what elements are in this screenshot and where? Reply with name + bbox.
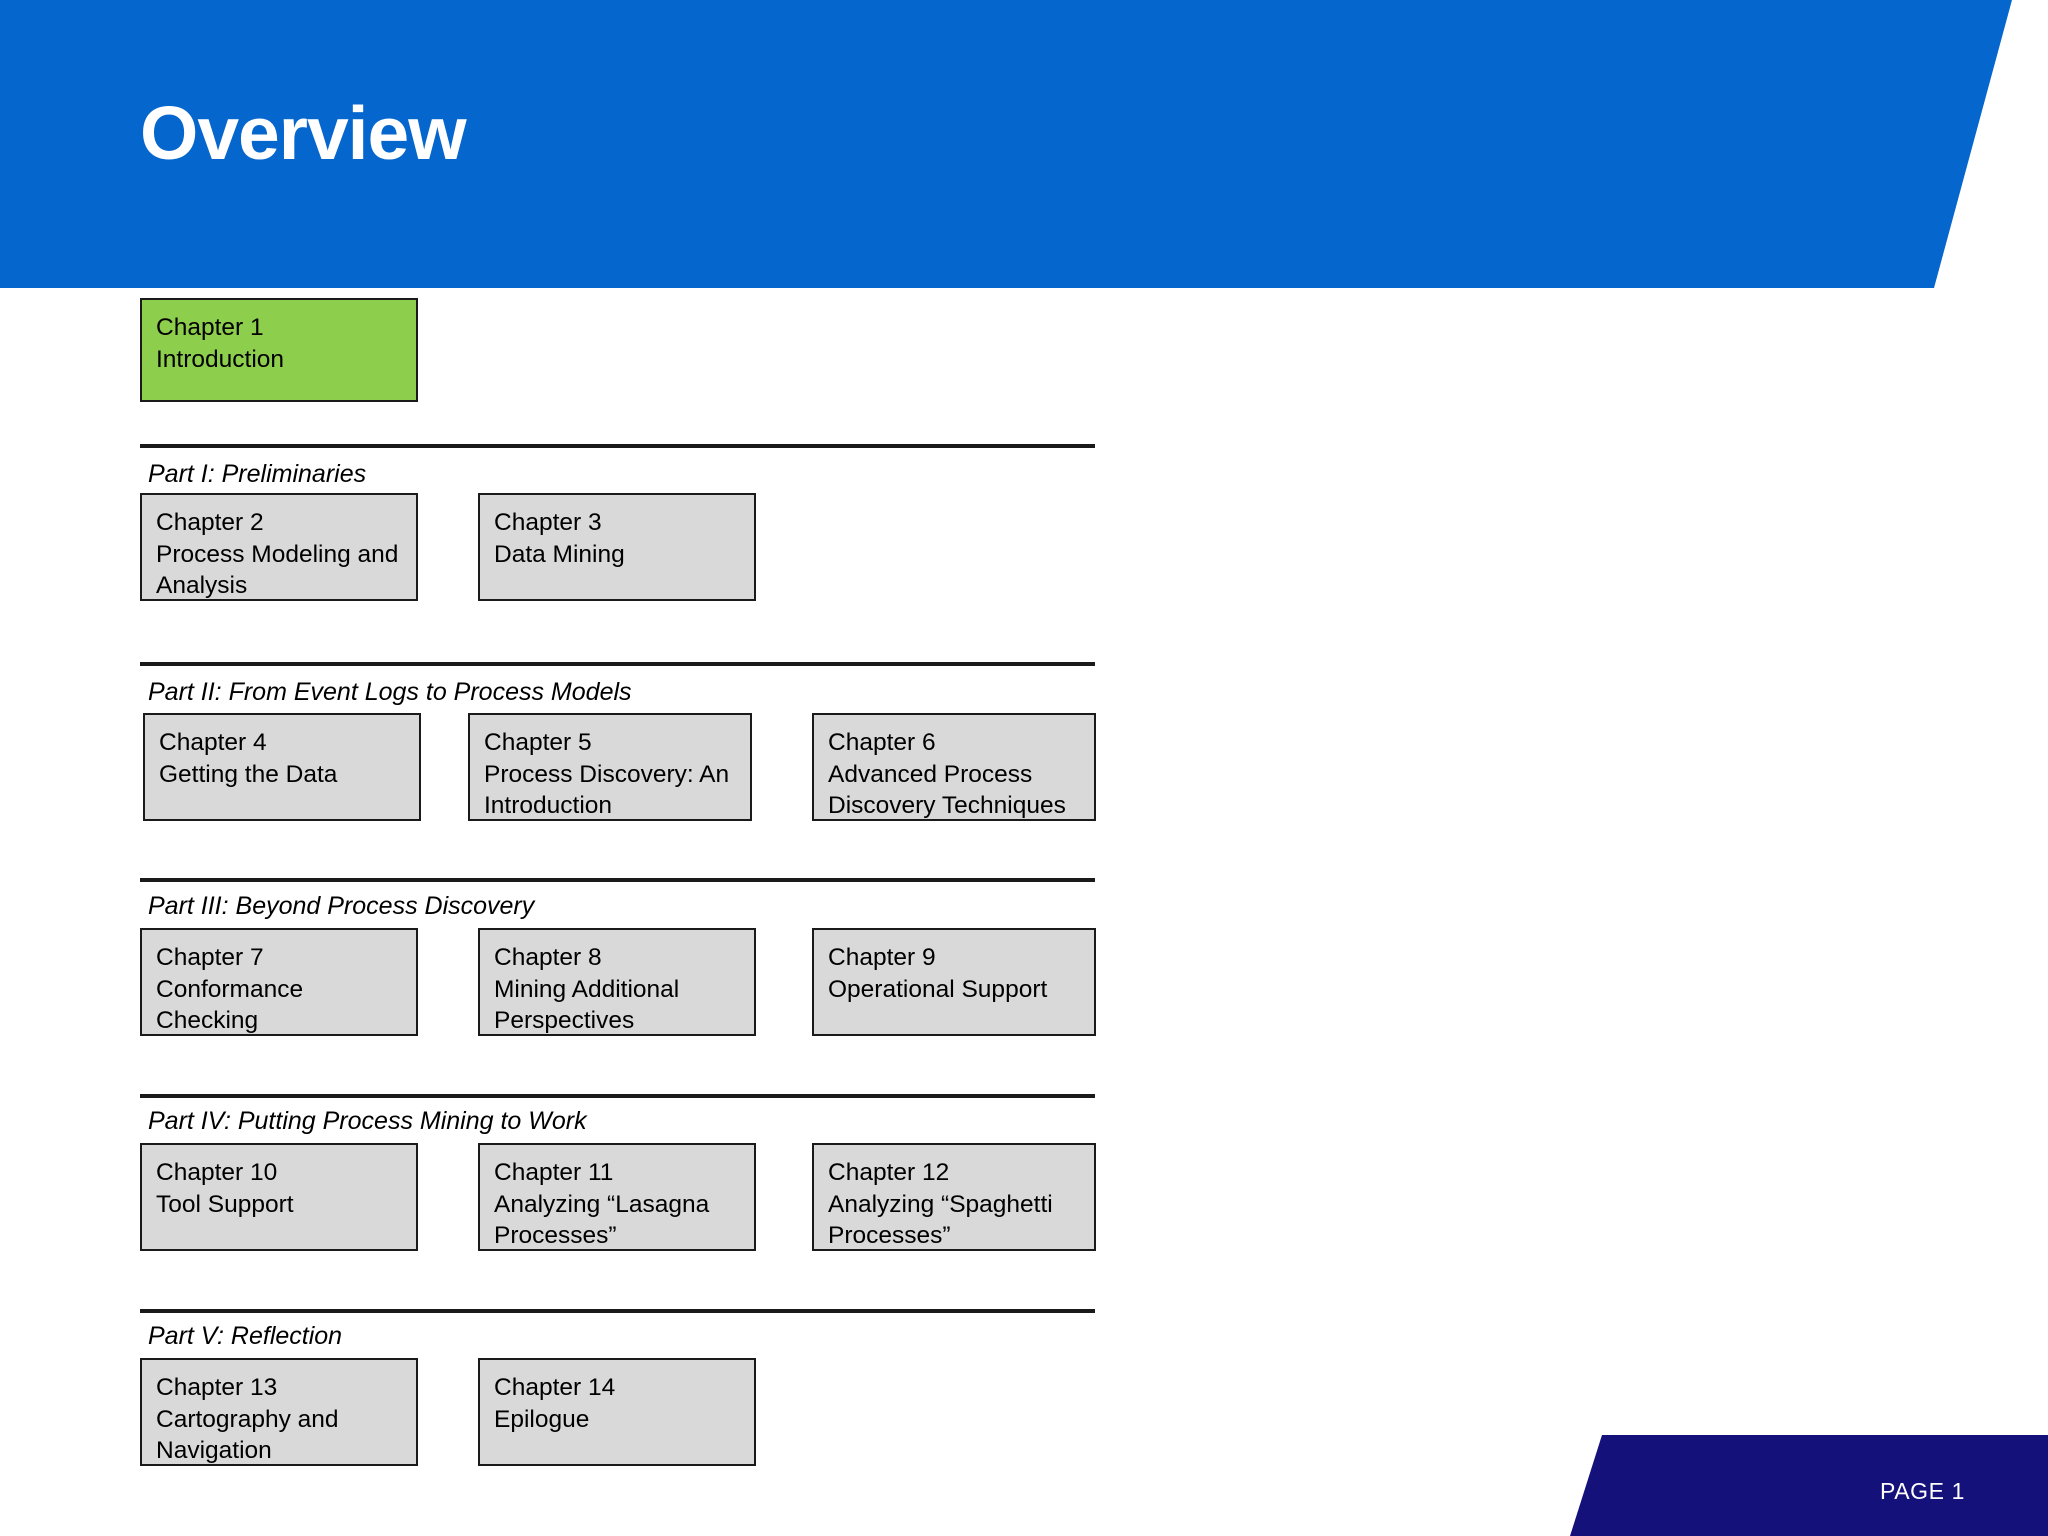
- chapter-box-7[interactable]: Chapter 7 Conformance Checking: [140, 928, 418, 1036]
- chapter-title-line: Analysis: [156, 572, 248, 599]
- chapter-number: Chapter 10: [156, 1159, 278, 1186]
- chapter-title-line: Getting the Data: [159, 760, 338, 788]
- chapter-number: Chapter 1: [156, 314, 264, 341]
- chapter-number: Chapter 7: [156, 944, 264, 971]
- part-divider-1: [140, 444, 1095, 448]
- chapter-title-line: Advanced Process: [828, 760, 1033, 788]
- chapter-number: Chapter 11: [494, 1159, 614, 1186]
- chapter-box-12[interactable]: Chapter 12 Analyzing “Spaghetti Processe…: [812, 1143, 1096, 1251]
- chapter-title: Introduction: [156, 345, 285, 373]
- chapter-title-line: Checking: [156, 1007, 259, 1034]
- chapter-title-line: Perspectives: [494, 1007, 635, 1034]
- part-label-2: Part II: From Event Logs to Process Mode…: [148, 678, 632, 706]
- chapter-box-14[interactable]: Chapter 14 Epilogue: [478, 1358, 756, 1466]
- chapter-box-9[interactable]: Chapter 9 Operational Support: [812, 928, 1096, 1036]
- part-divider-3: [140, 878, 1095, 882]
- chapter-title-line: Conformance: [156, 975, 304, 1003]
- part-label-1: Part I: Preliminaries: [148, 460, 367, 488]
- header-banner: [0, 0, 2012, 288]
- slide-content: Chapter 1 Introduction Part I: Prelimina…: [0, 288, 2048, 1536]
- chapter-number: Chapter 4: [159, 729, 267, 756]
- part-divider-2: [140, 662, 1095, 666]
- chapter-box-8[interactable]: Chapter 8 Mining Additional Perspectives: [478, 928, 756, 1036]
- chapter-number: Chapter 12: [828, 1159, 950, 1186]
- part-label-4: Part IV: Putting Process Mining to Work: [148, 1107, 587, 1135]
- chapter-box-6[interactable]: Chapter 6 Advanced Process Discovery Tec…: [812, 713, 1096, 821]
- part-label-5: Part V: Reflection: [148, 1322, 343, 1350]
- page-number-label: PAGE 1: [1880, 1478, 1965, 1504]
- chapter-title-line: Epilogue: [494, 1405, 590, 1433]
- chapter-number: Chapter 8: [494, 944, 602, 971]
- chapter-title-line: Data Mining: [494, 540, 625, 568]
- chapter-title-line: Cartography and: [156, 1405, 339, 1433]
- chapter-number: Chapter 5: [484, 729, 592, 756]
- chapter-box-3[interactable]: Chapter 3 Data Mining: [478, 493, 756, 601]
- part-divider-4: [140, 1094, 1095, 1098]
- chapter-box-2[interactable]: Chapter 2 Process Modeling and Analysis: [140, 493, 418, 601]
- chapter-title-line: Processes”: [494, 1222, 617, 1249]
- chapter-box-13[interactable]: Chapter 13 Cartography and Navigation: [140, 1358, 418, 1466]
- chapter-box-4[interactable]: Chapter 4 Getting the Data: [143, 713, 421, 821]
- chapter-title-line: Tool Support: [156, 1190, 294, 1218]
- chapter-number: Chapter 13: [156, 1374, 278, 1401]
- chapter-box-current[interactable]: Chapter 1 Introduction: [140, 298, 418, 402]
- chapter-title-line: Discovery Techniques: [828, 792, 1066, 819]
- part-divider-5: [140, 1309, 1095, 1313]
- page-title: Overview: [140, 91, 467, 175]
- chapter-number: Chapter 6: [828, 729, 936, 756]
- chapter-title-line: Introduction: [484, 792, 613, 819]
- chapter-box-10[interactable]: Chapter 10 Tool Support: [140, 1143, 418, 1251]
- chapter-box-11[interactable]: Chapter 11 Analyzing “Lasagna Processes”: [478, 1143, 756, 1251]
- part-label-3: Part III: Beyond Process Discovery: [148, 892, 535, 920]
- chapter-title-line: Navigation: [156, 1437, 272, 1464]
- chapter-title-line: Process Modeling and: [156, 540, 399, 568]
- chapter-box-5[interactable]: Chapter 5 Process Discovery: An Introduc…: [468, 713, 752, 821]
- chapter-number: Chapter 9: [828, 944, 936, 971]
- chapter-title-line: Mining Additional: [494, 975, 680, 1003]
- chapter-title-line: Operational Support: [828, 975, 1048, 1003]
- chapter-number: Chapter 2: [156, 509, 264, 536]
- page-number-badge: [1570, 1435, 2048, 1536]
- chapter-title-line: Processes”: [828, 1222, 951, 1249]
- chapter-number: Chapter 14: [494, 1374, 616, 1401]
- chapter-title-line: Analyzing “Spaghetti: [828, 1190, 1053, 1218]
- chapter-number: Chapter 3: [494, 509, 602, 536]
- chapter-title-line: Analyzing “Lasagna: [494, 1190, 710, 1218]
- chapter-title-line: Process Discovery: An: [484, 760, 730, 788]
